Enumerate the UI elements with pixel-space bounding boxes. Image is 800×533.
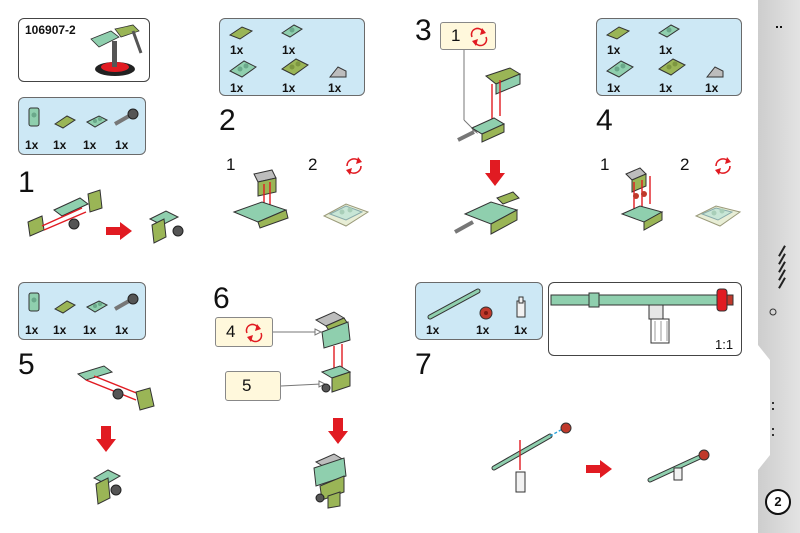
- step-7-result-image: [647, 449, 710, 483]
- step-2-1-assembly-image: [232, 169, 289, 229]
- substep-4-1: 1: [600, 155, 610, 174]
- part-sand-green-plate: [281, 24, 303, 38]
- step-7-assembly-image: [491, 422, 572, 493]
- part-grey-slope: [705, 66, 724, 78]
- qty-3: 1x: [83, 138, 97, 152]
- qty-2: 1x: [659, 43, 673, 57]
- parts-list-step-1: 1x 1x 1x 1x: [18, 97, 146, 155]
- substep-2-1: 1: [226, 155, 236, 174]
- qty-3: 1x: [607, 81, 621, 95]
- qty-2: 1x: [282, 43, 296, 57]
- step-6-result-image: [313, 453, 347, 509]
- qty-4: 1x: [659, 81, 673, 95]
- part-sand-green-bar: [427, 288, 481, 320]
- step-2-2-assembly-image: [322, 203, 370, 227]
- red-down-arrow-icon: [328, 418, 348, 444]
- red-arrow-icon: [586, 460, 612, 478]
- step-number-3: 3: [415, 14, 432, 47]
- part-grey-ball-joint: [114, 293, 139, 311]
- part-sand-green-bracket: [28, 292, 40, 312]
- step-6-assembly-image: [314, 311, 352, 393]
- scale-reference-box: 1:1: [548, 282, 742, 356]
- parts-list-step-5: 1x 1x 1x 1x: [18, 282, 146, 340]
- part-olive-tile: [54, 115, 76, 129]
- qty-1: 1x: [230, 43, 244, 57]
- step-1-assembly-image: [27, 189, 103, 237]
- part-grey-slope: [328, 66, 347, 78]
- scale-label: 1:1: [715, 337, 734, 352]
- part-olive-tile: [228, 26, 254, 40]
- rotate-icon: [715, 157, 731, 175]
- qty-3: 1x: [230, 81, 244, 95]
- part-sand-green-plate: [85, 300, 109, 313]
- rotate-icon: [470, 27, 488, 47]
- substep-callout-3-1: 1: [440, 22, 496, 50]
- qty-3: 1x: [83, 323, 97, 337]
- page-number: 2: [765, 489, 791, 515]
- step-6-connector-lines: [273, 328, 327, 388]
- parts-list-step-2: 1x 1x 1x 1x 1x: [219, 18, 365, 96]
- callout-number: 4: [226, 322, 236, 341]
- part-sand-green-plate: [658, 24, 680, 38]
- part-sand-green-plate: [85, 115, 109, 128]
- qty-1: 1x: [25, 323, 39, 337]
- substep-callout-6-5: 5: [225, 371, 281, 401]
- substep-callout-6-4: 4: [215, 317, 273, 347]
- set-number: 106907-2: [25, 23, 76, 37]
- part-olive-bracket: [281, 58, 309, 76]
- set-overview-box: 106907-2: [18, 18, 150, 82]
- qty-5: 1x: [328, 81, 342, 95]
- page-sidebar-decoration: [750, 0, 800, 533]
- step-1-result-image: [148, 210, 184, 244]
- step-4-2-assembly-image: [694, 205, 742, 227]
- step-number-1: 1: [18, 166, 35, 199]
- part-grey-ball-joint: [114, 108, 139, 126]
- red-arrow-icon: [106, 222, 132, 240]
- parts-list-step-4: 1x 1x 1x 1x 1x: [596, 18, 742, 96]
- step-3-result-image: [454, 191, 520, 235]
- parts-list-step-7: 1x 1x 1x: [415, 282, 543, 340]
- step-number-4: 4: [596, 104, 613, 137]
- part-sand-green-bracket: [28, 107, 40, 127]
- part-olive-tile: [54, 300, 76, 314]
- callout-number: 1: [451, 26, 461, 45]
- step-number-2: 2: [219, 104, 236, 137]
- part-olive-tile: [605, 26, 631, 40]
- step-4-1-assembly-image: [620, 167, 664, 231]
- scale-ruler-icon: [550, 288, 734, 344]
- step-3-assembly-image: [457, 67, 522, 143]
- step-5-result-image: [92, 469, 122, 505]
- qty-4: 1x: [115, 323, 129, 337]
- qty-4: 1x: [115, 138, 129, 152]
- step-number-6: 6: [213, 282, 230, 315]
- substep-2-2: 2: [308, 155, 318, 174]
- part-white-clip: [516, 296, 526, 318]
- qty-1: 1x: [607, 43, 621, 57]
- qty-2: 1x: [53, 138, 67, 152]
- part-sand-green-wedge: [606, 60, 634, 78]
- red-down-arrow-icon: [96, 426, 116, 452]
- qty-1: 1x: [426, 323, 440, 337]
- qty-5: 1x: [705, 81, 719, 95]
- red-down-arrow-icon: [485, 160, 505, 186]
- part-olive-bracket: [658, 58, 686, 76]
- callout-number: 5: [242, 376, 252, 395]
- part-red-bush: [479, 306, 493, 320]
- step-5-assembly-image: [76, 365, 155, 411]
- qty-1: 1x: [25, 138, 39, 152]
- rotate-icon: [346, 157, 362, 175]
- qty-3: 1x: [514, 323, 528, 337]
- qty-2: 1x: [476, 323, 490, 337]
- qty-2: 1x: [53, 323, 67, 337]
- part-sand-green-wedge: [229, 60, 257, 78]
- step-number-5: 5: [18, 348, 35, 381]
- step-number-7: 7: [415, 348, 432, 381]
- rotate-icon: [245, 323, 263, 343]
- qty-4: 1x: [282, 81, 296, 95]
- finished-model-image: [90, 24, 143, 76]
- substep-4-2: 2: [680, 155, 690, 174]
